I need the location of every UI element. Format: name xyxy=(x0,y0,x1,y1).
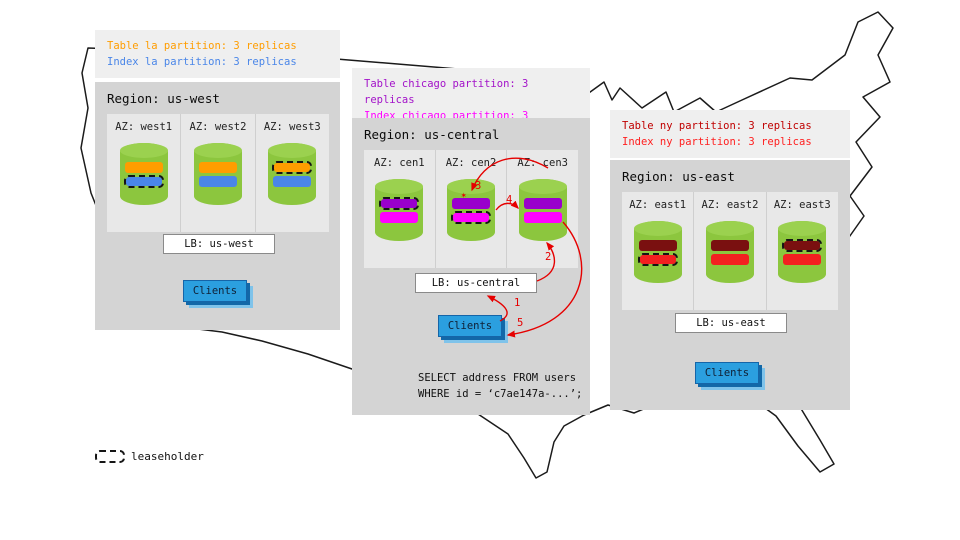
replica-index-chicago-leaseholder xyxy=(451,211,491,224)
clients-us-central: Clients xyxy=(438,315,502,337)
db-node-cylinder-icon xyxy=(518,179,567,241)
az-east1: AZ: east1 xyxy=(622,192,693,310)
lb-us-central: LB: us-central xyxy=(415,273,537,293)
replica-table-ny xyxy=(710,240,749,251)
replica-index-la xyxy=(273,176,312,187)
replica-table-chicago xyxy=(523,198,562,209)
lb-us-west: LB: us-west xyxy=(163,234,275,254)
az-east2-label: AZ: east2 xyxy=(701,199,759,211)
note-table-ny-partition: Table ny partition: 3 replicas xyxy=(622,120,812,132)
legend-label: leaseholder xyxy=(131,450,204,463)
replica-table-la xyxy=(124,162,163,173)
region-us-central: Region: us-central AZ: cen1 AZ: cen2 AZ:… xyxy=(352,118,590,415)
az-east2: AZ: east2 xyxy=(693,192,765,310)
replica-table-la xyxy=(198,162,237,173)
db-node-cylinder-icon xyxy=(705,221,754,283)
db-node-cylinder-icon xyxy=(193,143,242,205)
replica-table-chicago-leaseholder xyxy=(379,197,420,210)
note-table-chicago-partition: Table chicago partition: 3 replicas xyxy=(364,78,529,106)
region-us-east: Region: us-east AZ: east1 AZ: east2 AZ: … xyxy=(610,160,850,410)
db-node-cylinder-icon xyxy=(778,221,827,283)
az-cen3-label: AZ: cen3 xyxy=(517,157,568,169)
sql-query-line1: SELECT address FROM users xyxy=(418,372,577,384)
az-west2: AZ: west2 xyxy=(180,114,254,232)
replica-table-ny-leaseholder xyxy=(782,239,823,252)
replica-table-la-leaseholder xyxy=(272,161,313,174)
replica-index-chicago xyxy=(380,212,419,223)
az-west3: AZ: west3 xyxy=(254,114,329,232)
leaseholder-swatch-icon xyxy=(95,450,125,463)
replica-index-ny-leaseholder xyxy=(637,253,678,266)
db-node-cylinder-icon xyxy=(633,221,682,283)
az-box-us-central: AZ: cen1 AZ: cen2 AZ: cen3 xyxy=(364,150,578,268)
region-us-west: Region: us-west AZ: west1 AZ: west2 AZ: … xyxy=(95,82,340,330)
note-index-la-partition: Index la partition: 3 replicas xyxy=(107,56,297,68)
replica-index-la-leaseholder xyxy=(123,175,164,188)
clients-us-east: Clients xyxy=(695,362,759,384)
replica-table-ny xyxy=(638,240,677,251)
note-index-ny-partition: Index ny partition: 3 replicas xyxy=(622,136,812,148)
db-node-cylinder-icon xyxy=(119,143,168,205)
db-node-cylinder-icon xyxy=(268,143,317,205)
replica-index-ny xyxy=(710,254,749,265)
clients-us-west: Clients xyxy=(183,280,247,302)
region-us-central-title: Region: us-central xyxy=(364,127,500,142)
replica-index-chicago xyxy=(523,212,562,223)
lb-us-east: LB: us-east xyxy=(675,313,787,333)
note-table-la-partition: Table la partition: 3 replicas xyxy=(107,40,297,52)
az-east1-label: AZ: east1 xyxy=(629,199,687,211)
az-box-us-west: AZ: west1 AZ: west2 AZ: west3 xyxy=(107,114,329,232)
note-us-east: Table ny partition: 3 replicas Index ny … xyxy=(610,110,850,158)
az-east3: AZ: east3 xyxy=(765,192,838,310)
db-node-cylinder-icon xyxy=(447,179,495,241)
az-cen2-label: AZ: cen2 xyxy=(445,157,497,169)
replica-index-ny xyxy=(783,254,822,265)
az-cen1-label: AZ: cen1 xyxy=(374,157,425,169)
db-node-cylinder-icon xyxy=(375,179,424,241)
az-west1: AZ: west1 xyxy=(107,114,180,232)
sql-query-line2: WHERE id = ‘c7ae147a-...’; xyxy=(418,388,583,400)
az-cen2: AZ: cen2 xyxy=(434,150,507,268)
region-us-east-title: Region: us-east xyxy=(622,169,735,184)
az-box-us-east: AZ: east1 AZ: east2 AZ: east3 xyxy=(622,192,838,310)
az-cen1: AZ: cen1 xyxy=(364,150,435,268)
az-west1-label: AZ: west1 xyxy=(115,121,173,133)
note-us-west: Table la partition: 3 replicas Index la … xyxy=(95,30,340,78)
az-west3-label: AZ: west3 xyxy=(263,121,321,133)
az-east3-label: AZ: east3 xyxy=(773,199,831,211)
leaseholder-legend: leaseholder xyxy=(95,450,204,463)
region-us-west-title: Region: us-west xyxy=(107,91,220,106)
az-cen3: AZ: cen3 xyxy=(506,150,578,268)
replica-index-la xyxy=(198,176,237,187)
replica-table-chicago xyxy=(452,198,490,209)
az-west2-label: AZ: west2 xyxy=(189,121,247,133)
